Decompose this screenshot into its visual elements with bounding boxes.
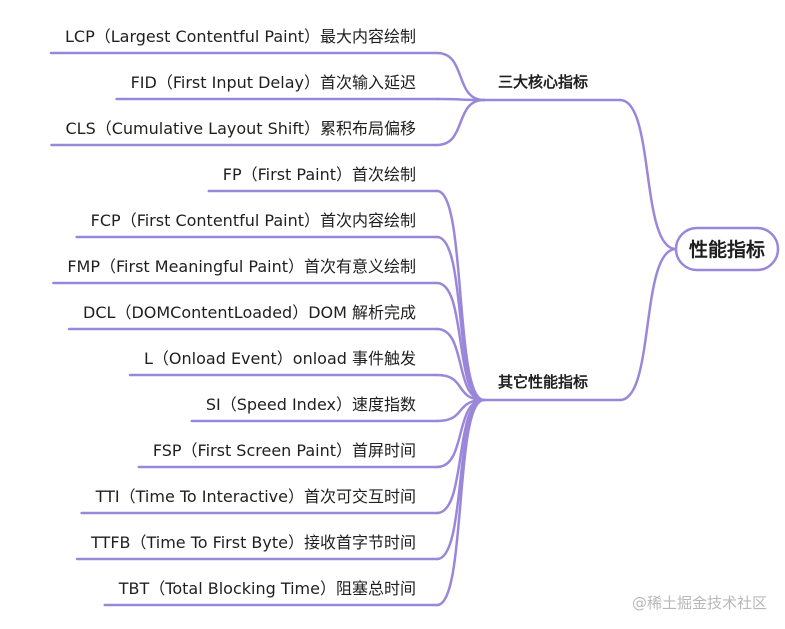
edge-leaf-to-branch <box>435 398 486 607</box>
leaf-node-ttfb[interactable]: TTFB（Time To First Byte）接收首字节时间 <box>75 533 439 561</box>
edge-leaf-to-branch <box>435 51 486 102</box>
root-node-pill <box>674 226 780 272</box>
leaf-label: FID（First Input Delay）首次输入延迟 <box>131 73 416 92</box>
edge-leaf-to-branch <box>435 398 486 561</box>
leaf-label: FCP（First Contentful Paint）首次内容绘制 <box>91 211 416 230</box>
edge-leaf-to-branch <box>435 327 486 402</box>
leaf-label: SI（Speed Index）速度指数 <box>206 395 416 414</box>
root-label: 性能指标 <box>689 238 765 261</box>
leaf-label: L（Onload Event）onload 事件触发 <box>144 349 416 368</box>
leaf-node-fcp[interactable]: FCP（First Contentful Paint）首次内容绘制 <box>75 211 439 239</box>
leaf-label: FP（First Paint）首次绘制 <box>223 165 416 184</box>
leaf-node-fmp[interactable]: FMP（First Meaningful Paint）首次有意义绘制 <box>52 257 439 285</box>
leaf-node-si[interactable]: SI（Speed Index）速度指数 <box>190 395 439 423</box>
edge-branch-to-root <box>618 98 678 251</box>
leaf-label: FSP（First Screen Paint）首屏时间 <box>153 441 416 460</box>
leaf-node-tti[interactable]: TTI（Time To Interactive）首次可交互时间 <box>80 487 439 515</box>
leaf-node-dcl[interactable]: DCL（DOMContentLoaded）DOM 解析完成 <box>67 303 439 331</box>
root-node[interactable]: 性能指标 <box>674 226 780 272</box>
leaf-label: TTI（Time To Interactive）首次可交互时间 <box>95 487 416 506</box>
leaf-label: DCL（DOMContentLoaded）DOM 解析完成 <box>83 303 416 322</box>
leaf-node-lcp[interactable]: LCP（Largest Contentful Paint）最大内容绘制 <box>49 27 439 55</box>
branch-label: 其它性能指标 <box>498 373 588 391</box>
watermark-text: @稀土掘金技术社区 <box>632 594 767 612</box>
mindmap-edges <box>435 51 678 607</box>
edge-leaf-to-branch <box>435 281 486 402</box>
branch-node-core-metrics[interactable]: 三大核心指标 <box>482 73 622 102</box>
leaf-node-fsp[interactable]: FSP（First Screen Paint）首屏时间 <box>137 441 439 469</box>
edge-leaf-to-branch <box>435 373 486 402</box>
leaf-node-cls[interactable]: CLS（Cumulative Layout Shift）累积布局偏移 <box>50 119 439 147</box>
edge-branch-to-root <box>618 247 678 402</box>
leaf-label: CLS（Cumulative Layout Shift）累积布局偏移 <box>66 119 417 138</box>
leaf-label: TTFB（Time To First Byte）接收首字节时间 <box>90 533 416 552</box>
edge-leaf-to-branch <box>435 235 486 402</box>
leaf-label: TBT（Total Blocking Time）阻塞总时间 <box>118 579 416 598</box>
branch-label: 三大核心指标 <box>498 73 588 91</box>
leaf-node-tbt[interactable]: TBT（Total Blocking Time）阻塞总时间 <box>103 579 439 607</box>
leaf-node-l[interactable]: L（Onload Event）onload 事件触发 <box>128 349 439 377</box>
mindmap-leaves: LCP（Largest Contentful Paint）最大内容绘制 FID（F… <box>49 27 439 607</box>
leaf-label: LCP（Largest Contentful Paint）最大内容绘制 <box>65 27 416 46</box>
leaf-label: FMP（First Meaningful Paint）首次有意义绘制 <box>67 257 416 276</box>
branch-node-other-metrics[interactable]: 其它性能指标 <box>482 373 622 402</box>
leaf-node-fid[interactable]: FID（First Input Delay）首次输入延迟 <box>115 73 439 101</box>
leaf-node-fp[interactable]: FP（First Paint）首次绘制 <box>207 165 439 193</box>
edge-leaf-to-branch <box>435 98 486 147</box>
